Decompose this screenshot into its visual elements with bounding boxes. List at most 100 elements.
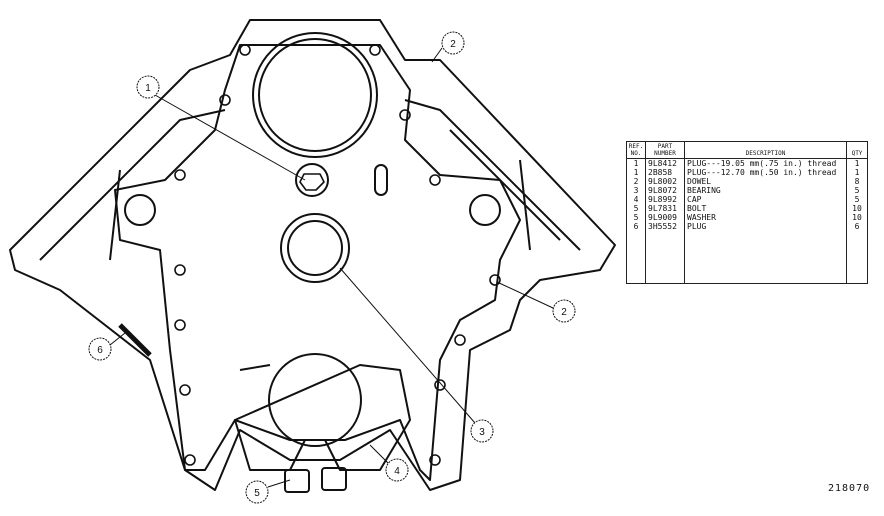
- bolt-right: [321, 467, 347, 491]
- description-cell: BEARING: [684, 186, 847, 195]
- qty-cell: 10: [846, 213, 868, 222]
- figure-id: 218070: [828, 483, 871, 494]
- bolt-hole: [179, 384, 191, 396]
- ref-cell: 1: [626, 168, 646, 177]
- description-cell: PLUG: [684, 222, 847, 231]
- bolt-hole: [184, 454, 196, 466]
- leader-line: [496, 281, 554, 309]
- leader-line: [154, 94, 306, 181]
- svg-text:6: 6: [97, 345, 103, 356]
- part-number-cell: 9L9009: [645, 213, 685, 222]
- empty-cell: [626, 231, 646, 284]
- part-number-cell: 9L7831: [645, 204, 685, 213]
- qty-cell: 5: [846, 186, 868, 195]
- bolt-hole: [489, 274, 501, 286]
- camshaft-bore-inner: [258, 38, 372, 152]
- svg-text:4: 4: [394, 466, 400, 477]
- description-header: DESCRIPTION: [684, 141, 847, 159]
- plug-6: [118, 323, 152, 357]
- leader-line: [369, 444, 389, 464]
- bearing-bore: [280, 213, 350, 283]
- part-number-cell: 9L8072: [645, 186, 685, 195]
- svg-text:3: 3: [479, 427, 485, 438]
- bolt-hole: [239, 44, 251, 56]
- bolt-hole: [429, 174, 441, 186]
- description-cell: PLUG---12.70 mm(.50 in.) thread: [684, 168, 847, 177]
- ref-cell: 4: [626, 195, 646, 204]
- qty-cell: 1: [846, 168, 868, 177]
- svg-text:2: 2: [561, 307, 567, 318]
- bolt-hole: [174, 264, 186, 276]
- table-row: 2 9L8002 DOWEL 8: [626, 177, 868, 186]
- right-boss: [469, 194, 501, 226]
- bolt-hole: [174, 319, 186, 331]
- parts-table: REF. NO. PART NUMBER DESCRIPTION QTY 1 9…: [626, 141, 868, 284]
- leader-line: [431, 47, 443, 63]
- camshaft-bore: [252, 32, 378, 158]
- qty-cell: 6: [846, 222, 868, 231]
- description-cell: PLUG---19.05 mm(.75 in.) thread: [684, 158, 847, 168]
- part-number-cell: 9L8992: [645, 195, 685, 204]
- table-row: 5 9L7831 BOLT 10: [626, 204, 868, 213]
- callout-3: 3: [470, 419, 494, 443]
- description-cell: BOLT: [684, 204, 847, 213]
- part-number-cell: 3H5552: [645, 222, 685, 231]
- callout-6: 6: [88, 337, 112, 361]
- empty-cell: [846, 231, 868, 284]
- part-number-cell: 9L8002: [645, 177, 685, 186]
- qty-cell: 8: [846, 177, 868, 186]
- front-cover-outline: [114, 44, 521, 481]
- bearing-cap: [234, 364, 411, 471]
- bolt-hole: [219, 94, 231, 106]
- empty-cell: [684, 231, 847, 284]
- left-bank: [39, 109, 226, 261]
- description-cell: WASHER: [684, 213, 847, 222]
- crank-bore: [268, 353, 362, 447]
- svg-text:1: 1: [145, 83, 151, 94]
- ref-header: REF. NO.: [626, 141, 646, 159]
- callout-4: 4: [385, 458, 409, 482]
- qty-cell: 5: [846, 195, 868, 204]
- description-cell: CAP: [684, 195, 847, 204]
- ref-cell: 5: [626, 204, 646, 213]
- block-outline: [9, 19, 616, 491]
- part-number-header: PART NUMBER: [645, 141, 685, 159]
- empty-cell: [645, 231, 685, 284]
- table-row: 5 9L9009 WASHER 10: [626, 213, 868, 222]
- table-row: 1 2B858 PLUG---12.70 mm(.50 in.) thread …: [626, 168, 868, 177]
- leader-line: [339, 267, 476, 424]
- ref-cell: 6: [626, 222, 646, 231]
- table-empty-row: [626, 231, 868, 284]
- svg-text:5: 5: [254, 488, 260, 499]
- table-row: 4 9L8992 CAP 5: [626, 195, 868, 204]
- bolt-hole: [369, 44, 381, 56]
- bolt-hole: [399, 109, 411, 121]
- bolt-hole: [174, 169, 186, 181]
- right-bank: [404, 99, 581, 251]
- leader-line: [109, 332, 126, 346]
- callout-1: 1: [136, 75, 160, 99]
- qty-cell: 10: [846, 204, 868, 213]
- plug-hex: [299, 173, 325, 191]
- table-row: 3 9L8072 BEARING 5: [626, 186, 868, 195]
- table-row: 6 3H5552 PLUG 6: [626, 222, 868, 231]
- table-header-row: REF. NO. PART NUMBER DESCRIPTION QTY: [626, 141, 868, 159]
- bolt-hole: [429, 454, 441, 466]
- bolt-left: [284, 469, 310, 493]
- description-cell: DOWEL: [684, 177, 847, 186]
- ref-cell: 5: [626, 213, 646, 222]
- callout-5: 5: [245, 480, 269, 504]
- part-number-cell: 2B858: [645, 168, 685, 177]
- part-number-cell: 9L8412: [645, 158, 685, 168]
- table-row: 1 9L8412 PLUG---19.05 mm(.75 in.) thread…: [626, 158, 868, 168]
- slot: [374, 164, 388, 196]
- ref-cell: 1: [626, 158, 646, 168]
- svg-text:2: 2: [450, 39, 456, 50]
- leader-line: [267, 479, 291, 488]
- qty-header: QTY: [846, 141, 868, 159]
- callout-2-right: 2: [552, 299, 576, 323]
- left-boss: [124, 194, 156, 226]
- plug: [295, 163, 329, 197]
- ref-cell: 2: [626, 177, 646, 186]
- engine-block-drawing: 1 2 2 6 3 4 5: [9, 19, 616, 504]
